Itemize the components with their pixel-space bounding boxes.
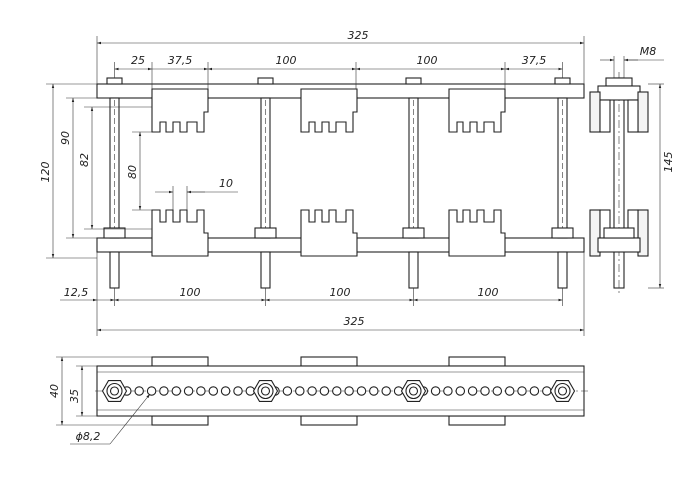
- dim-left-80: 80: [126, 165, 139, 179]
- plan-hole: [430, 386, 441, 396]
- dim-overall-top: 325: [348, 29, 369, 42]
- plan-hole: [134, 386, 144, 396]
- dim-overall-bottom: 325: [344, 315, 365, 328]
- plan-hole: [295, 386, 305, 396]
- plan-hole: [332, 386, 342, 396]
- plan-hole: [480, 386, 490, 396]
- plan-hole: [356, 386, 367, 396]
- plan-hole: [233, 386, 243, 396]
- plan-hole: [344, 386, 354, 396]
- plan-hole: [307, 386, 317, 396]
- dimension-lines: [51, 41, 584, 332]
- dim-bottom-offset: 12,5: [64, 286, 89, 299]
- plan-hole: [208, 386, 219, 396]
- plan-hole: [369, 386, 379, 396]
- dim-side-height: 145: [662, 152, 675, 173]
- plan-hole: [504, 386, 515, 396]
- plan-nuts: [101, 380, 576, 402]
- lower-clamp-blocks: [151, 209, 506, 257]
- plan-hole: [220, 386, 231, 396]
- studs: [103, 77, 574, 289]
- plan-hole: [282, 386, 293, 396]
- dim-top-4: 100: [417, 54, 438, 67]
- plan-hole: [196, 386, 206, 396]
- front-view: 325 25 37,5 100 100 37,5 120 90 82 80 10…: [39, 29, 585, 336]
- dim-top-3: 100: [276, 54, 297, 67]
- dim-plan-40: 40: [48, 384, 61, 398]
- dim-top-1: 25: [131, 54, 145, 67]
- plan-view: 40 35 ϕ8,2: [48, 356, 588, 445]
- plan-hole: [455, 386, 466, 396]
- plan-hole: [492, 386, 503, 396]
- upper-clamp-blocks: [151, 88, 506, 133]
- plan-hole: [529, 386, 540, 396]
- dim-bottom-1: 100: [180, 286, 201, 299]
- side-view: M8 145: [589, 45, 675, 294]
- dim-left-120: 120: [39, 162, 52, 183]
- plan-hole: [183, 386, 194, 396]
- dim-inner-10: 10: [219, 177, 233, 190]
- plan-hole: [381, 386, 391, 396]
- dim-left-82: 82: [78, 153, 91, 167]
- dim-bottom-3: 100: [478, 286, 499, 299]
- plan-hole: [467, 386, 478, 396]
- plan-hole: [171, 386, 182, 396]
- plan-holes: [109, 386, 564, 396]
- dim-hole-diameter: ϕ8,2: [76, 430, 101, 443]
- dim-top-5: 37,5: [522, 54, 547, 67]
- dim-plan-35: 35: [68, 389, 81, 403]
- plan-hole: [517, 386, 527, 396]
- dim-bottom-2: 100: [330, 286, 351, 299]
- extension-lines: [46, 36, 585, 336]
- plan-hole: [159, 386, 169, 396]
- plan-hole: [319, 386, 330, 396]
- plan-hole: [542, 386, 552, 396]
- plan-hole: [443, 386, 453, 396]
- dim-left-90: 90: [59, 131, 72, 145]
- dim-top-2: 37,5: [168, 54, 193, 67]
- plan-hole: [146, 386, 157, 396]
- dim-bolt-m8: M8: [640, 45, 657, 58]
